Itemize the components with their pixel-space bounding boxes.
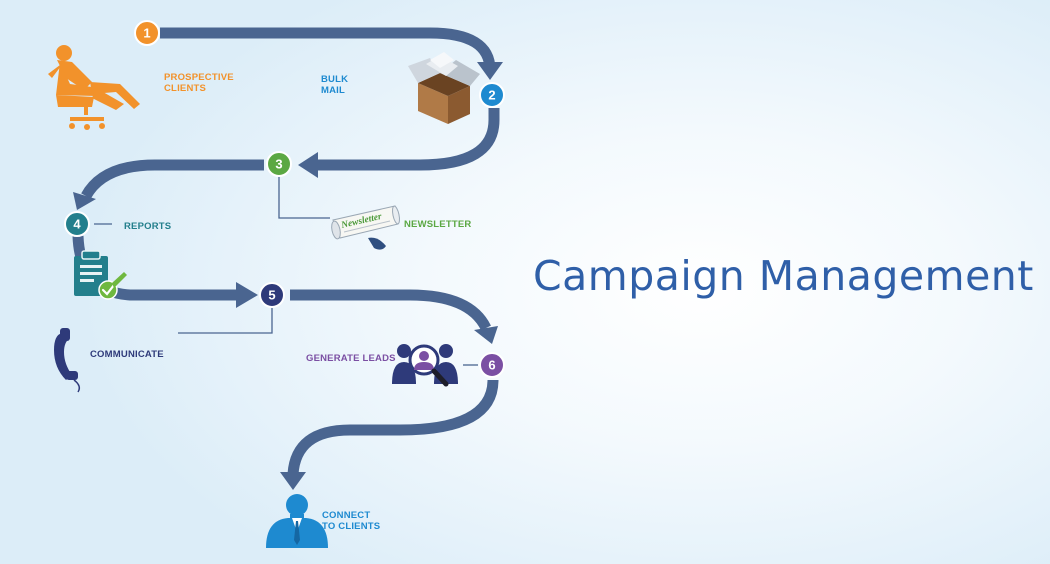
business-person-icon: [266, 494, 328, 548]
connector-5-communicate: [178, 307, 273, 334]
arrowhead-to-3: [298, 152, 318, 178]
step-badge-1: 1: [134, 20, 160, 46]
clipboard-check-icon: [74, 250, 127, 300]
page-title: Campaign Management: [533, 252, 1034, 300]
newsletter-label: NEWSLETTER: [404, 219, 472, 230]
step-number-2: 2: [488, 88, 495, 103]
step-badge-2: 2: [479, 82, 505, 108]
generate-leads-label: GENERATE LEADS: [306, 353, 396, 364]
connector-3-newsletter: [278, 176, 330, 219]
step-badge-5: 5: [259, 282, 285, 308]
arrowhead-to-end: [280, 472, 306, 490]
reports-label: REPORTS: [124, 221, 172, 232]
step-badge-4: 4: [64, 211, 90, 237]
newsletter-scroll-icon: Newsletter: [331, 205, 400, 250]
arrowhead-to-6: [474, 326, 498, 344]
prospective-clients-label: PROSPECTIVE CLIENTS: [164, 72, 234, 94]
step-number-1: 1: [143, 26, 150, 41]
path-segment-1-2: [160, 27, 496, 71]
bulk-mail-label: BULK MAIL: [321, 74, 349, 96]
arrowhead-to-5: [236, 282, 258, 308]
step-badge-3: 3: [266, 151, 292, 177]
path-segment-6-end: [287, 379, 499, 475]
step-number-5: 5: [268, 288, 275, 303]
step-number-3: 3: [275, 157, 282, 172]
telephone-handset-icon: [54, 328, 81, 393]
sitting-person-icon: [48, 45, 140, 130]
step-badge-6: 6: [479, 352, 505, 378]
step-number-6: 6: [488, 358, 495, 373]
people-magnifier-icon: [392, 344, 458, 387]
arrowhead-to-2: [477, 62, 503, 80]
arrowhead-to-4: [73, 192, 96, 210]
connect-to-clients-label: CONNECT TO CLIENTS: [322, 510, 381, 532]
step-number-4: 4: [73, 217, 81, 232]
communicate-label: COMMUNICATE: [90, 349, 164, 360]
open-box-icon: [408, 52, 480, 124]
path-segment-5-6: [290, 289, 491, 331]
path-segment-3-4: [81, 159, 264, 199]
path-segment-2-3: [318, 108, 500, 171]
